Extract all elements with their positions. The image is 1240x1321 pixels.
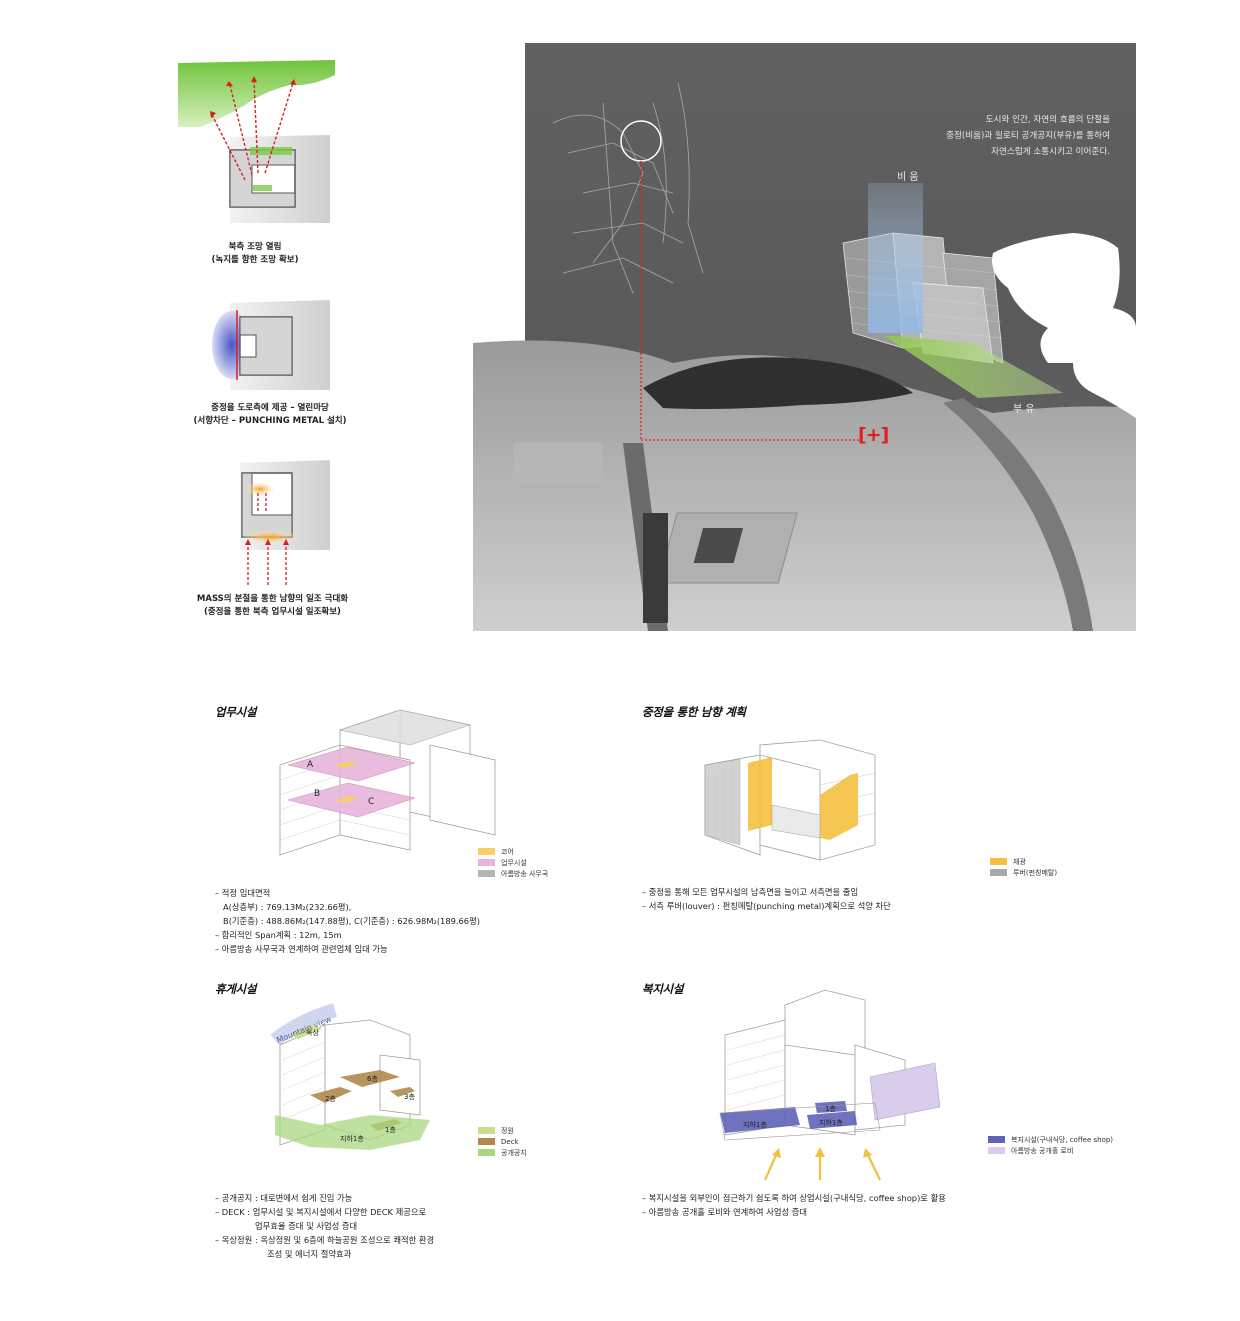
rest-bullets: – 공개공지 : 대로변에서 쉽게 진입 가능 – DECK : 업무시설 및 … [215, 1191, 434, 1261]
legend-swatch [478, 1149, 495, 1156]
office-legend-item-office: 업무시설 [478, 857, 548, 868]
rest-bullet-2: – DECK : 업무시설 및 복지시설에서 다양한 DECK 제공으로 [215, 1207, 427, 1217]
south-bullet-1: – 중정을 통해 모든 업무시설의 남측면을 늘이고 서측면을 줄임 [642, 887, 859, 897]
office-bullets: – 적정 임대면적 A(상층부) : 769.13M₂(232.66평), B(… [215, 886, 480, 956]
aerial-photo [473, 43, 1136, 631]
north-view-line1: 북측 조망 열림 [228, 242, 282, 252]
office-title: 업무시설 [215, 705, 257, 719]
welfare-legend-item-welfare: 복지시설(구내식당, coffee shop) [988, 1134, 1113, 1145]
rest-diagram: Mountain view 옥상 6층 2층 3층 지하1층 1층 [270, 1003, 430, 1150]
sunlight-line2: (중정을 통한 북측 업무시설 일조확보) [204, 607, 341, 617]
courtyard-caption: 중정을 도로측에 제공 – 열린마당 (서향차단 – PUNCHING META… [165, 402, 375, 428]
legend-swatch [478, 859, 495, 866]
photo-text-line2: 중정(비움)과 필로티 공개공지(부유)를 통하여 [946, 131, 1110, 141]
office-bullet-1: – 적정 임대면적 [215, 888, 271, 898]
courtyard-line2: (서향차단 – PUNCHING METAL 설치) [193, 416, 347, 426]
rest-legend: 정원 Deck 공개공지 [478, 1125, 527, 1158]
north-view-diagram [178, 60, 335, 223]
rest-label-3f: 3층 [404, 1092, 415, 1101]
south-legend-item-light: 채광 [990, 856, 1057, 867]
north-view-line2: (녹지를 향한 조망 확보) [211, 255, 299, 265]
rest-label-6f: 6층 [367, 1074, 378, 1083]
office-bullet-3: B(기준층) : 488.86M₂(147.88평), C(기준층) : 626… [223, 916, 480, 926]
office-bullet-5: – 아름방송 사무국과 연계하여 관련업체 임대 가능 [215, 944, 388, 954]
north-view-caption: 북측 조망 열림 (녹지를 향한 조망 확보) [170, 241, 340, 267]
south-title: 중정을 통한 남향 계획 [642, 705, 746, 719]
office-label-b: B [314, 789, 320, 799]
legend-swatch [478, 848, 495, 855]
south-legend-item-louver: 루버(펀칭메탈) [990, 867, 1057, 878]
welfare-label-b1b: 지하1층 [819, 1118, 843, 1127]
rest-title: 휴게시설 [215, 982, 257, 996]
office-bullet-4: – 합리적인 Span계획 : 12m, 15m [215, 930, 342, 940]
photo-text-line1: 도시와 인간, 자연의 흐름의 단절을 [985, 115, 1110, 125]
south-bullets: – 중정을 통해 모든 업무시설의 남측면을 늘이고 서측면을 줄임 – 서측 … [642, 885, 891, 913]
south-diagram [704, 739, 876, 861]
rest-bullet-3: 업무효율 증대 및 사업성 증대 [255, 1221, 358, 1231]
office-diagram: A B C [279, 709, 496, 856]
courtyard-diagram [212, 300, 330, 390]
welfare-label-1f: 1층 [825, 1104, 836, 1113]
legend-swatch [988, 1136, 1005, 1143]
rest-bullet-5: 조성 및 에너지 절약효과 [267, 1249, 352, 1259]
rest-bullet-1: – 공개공지 : 대로변에서 쉽게 진입 가능 [215, 1193, 353, 1203]
rest-label-roof: 옥상 [306, 1028, 319, 1037]
rest-legend-item-garden: 정원 [478, 1125, 527, 1136]
photo-description: 도시와 인간, 자연의 흐름의 단절을 중정(비움)과 필로티 공개공지(부유)… [880, 112, 1110, 160]
rest-legend-item-deck: Deck [478, 1136, 527, 1147]
welfare-bullet-1: – 복지시설을 외부인이 접근하기 쉽도록 하여 상업시설(구내식당, coff… [642, 1193, 946, 1203]
photo-text-line3: 자연스럽게 소통시키고 이어준다. [991, 147, 1110, 157]
office-legend-item-broadcast: 아름방송 사무국 [478, 868, 548, 879]
rest-bullet-4: – 옥상정원 : 옥상정원 및 6층에 하늘공원 조성으로 쾌적한 환경 [215, 1235, 435, 1245]
rest-label-b1: 지하1층 [340, 1134, 364, 1143]
welfare-legend-item-lobby: 아름방송 공개홀 로비 [988, 1145, 1113, 1156]
legend-swatch [478, 870, 495, 877]
welfare-bullet-2: – 아름방송 공개홀 로비와 연계하여 사업성 증대 [642, 1207, 808, 1217]
rest-label-2f: 2층 [325, 1094, 336, 1103]
welfare-title: 복지시설 [642, 982, 684, 996]
office-label-a: A [307, 760, 314, 770]
rest-label-1f: 1층 [385, 1125, 396, 1134]
label-float: 부 유 [1013, 404, 1035, 415]
courtyard-line1: 중정을 도로측에 제공 – 열린마당 [211, 403, 329, 413]
welfare-label-b1a: 지하1층 [743, 1120, 767, 1129]
label-void: 비 움 [897, 172, 919, 183]
rest-legend-item-open-space: 공개공지 [478, 1147, 527, 1158]
location-marker: [+] [858, 424, 889, 446]
legend-swatch [990, 858, 1007, 865]
welfare-bullets: – 복지시설을 외부인이 접근하기 쉽도록 하여 상업시설(구내식당, coff… [642, 1191, 946, 1219]
legend-swatch [478, 1127, 495, 1134]
office-label-c: C [368, 797, 374, 807]
sunlight-caption: MASS의 분절을 통한 남향의 일조 극대화 (중정을 통한 북측 업무시설 … [160, 593, 385, 619]
welfare-legend: 복지시설(구내식당, coffee shop) 아름방송 공개홀 로비 [988, 1134, 1113, 1156]
welfare-diagram: 지하1층 1층 지하1층 [715, 989, 941, 1185]
legend-swatch [988, 1147, 1005, 1154]
legend-swatch [478, 1138, 495, 1145]
south-bullet-2: – 서측 루버(louver) : 펀칭메탈(punching metal)계획… [642, 901, 891, 911]
office-legend-item-core: 코어 [478, 846, 548, 857]
sunlight-diagram [240, 460, 330, 585]
office-bullet-2: A(상층부) : 769.13M₂(232.66평), [223, 902, 352, 912]
office-legend: 코어 업무시설 아름방송 사무국 [478, 846, 548, 879]
sunlight-line1: MASS의 분절을 통한 남향의 일조 극대화 [196, 594, 349, 604]
legend-swatch [990, 869, 1007, 876]
south-legend: 채광 루버(펀칭메탈) [990, 856, 1057, 878]
